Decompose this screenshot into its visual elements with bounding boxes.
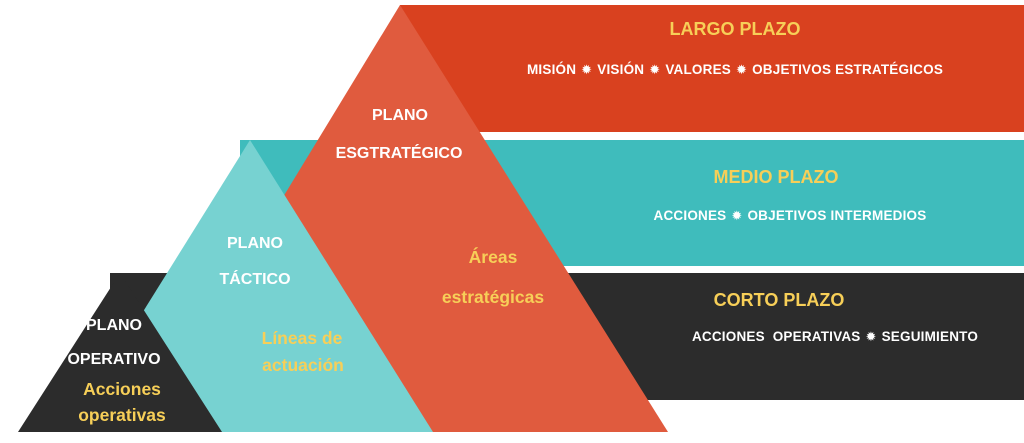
pyramid-tactico-name-line2: TÁCTICO	[219, 271, 291, 288]
band-item: SEGUIMIENTO	[881, 329, 979, 344]
band-corto-plazo-items: ACCIONES OPERATIVAS ✹ SEGUIMIENTO	[692, 329, 978, 345]
pyramid-operativo	[18, 273, 222, 432]
pyramid-operativo-sub-line2: operativas	[78, 405, 166, 425]
asterisk-star-icon: ✹	[581, 62, 593, 77]
band-item: OBJETIVOS ESTRATÉGICOS	[752, 62, 944, 77]
pyramid-estrategico-sub-line2: estratégicas	[441, 287, 545, 307]
pyramid-tactico-sub-line2: actuación	[262, 355, 344, 375]
pyramid-tactico-name-line1: PLANO	[227, 235, 283, 252]
band-item: ACCIONES	[653, 208, 727, 223]
pyramid-estrategico-name-line2: ESGTRATÉGICO	[335, 145, 463, 162]
band-item: ACCIONES OPERATIVAS	[691, 329, 861, 344]
band-item: VISIÓN	[597, 62, 645, 77]
pyramid-operativo-name-line1: PLANO	[86, 317, 142, 334]
band-largo-plazo-items: MISIÓN ✹ VISIÓN ✹ VALORES ✹ OBJETIVOS ESTRATÉG…	[527, 62, 943, 78]
asterisk-star-icon: ✹	[649, 62, 661, 77]
band-item: VALORES	[665, 62, 731, 77]
pyramid-estrategico-sub-line1: Áreas	[468, 247, 518, 267]
pyramid-tactico-sub-line1: Líneas de	[261, 328, 343, 348]
asterisk-star-icon: ✹	[865, 329, 877, 344]
band-medio-plazo-title: MEDIO PLAZO	[713, 167, 839, 187]
band-largo-plazo-title: LARGO PLAZO	[669, 19, 801, 39]
pyramid-estrategico-name-line1: PLANO	[372, 107, 428, 124]
pyramid-operativo-name-line2: OPERATIVO	[67, 351, 161, 368]
band-corto-plazo-title: CORTO PLAZO	[713, 290, 845, 310]
asterisk-star-icon: ✹	[736, 62, 748, 77]
asterisk-star-icon: ✹	[731, 208, 743, 223]
band-item: OBJETIVOS INTERMEDIOS	[747, 208, 927, 223]
band-largo-plazo	[400, 5, 1024, 132]
band-medio-plazo-items: ACCIONES ✹ OBJETIVOS INTERMEDIOS	[654, 208, 927, 224]
pyramid-operativo-sub-line1: Acciones	[83, 379, 161, 399]
band-item: MISIÓN	[526, 62, 577, 77]
